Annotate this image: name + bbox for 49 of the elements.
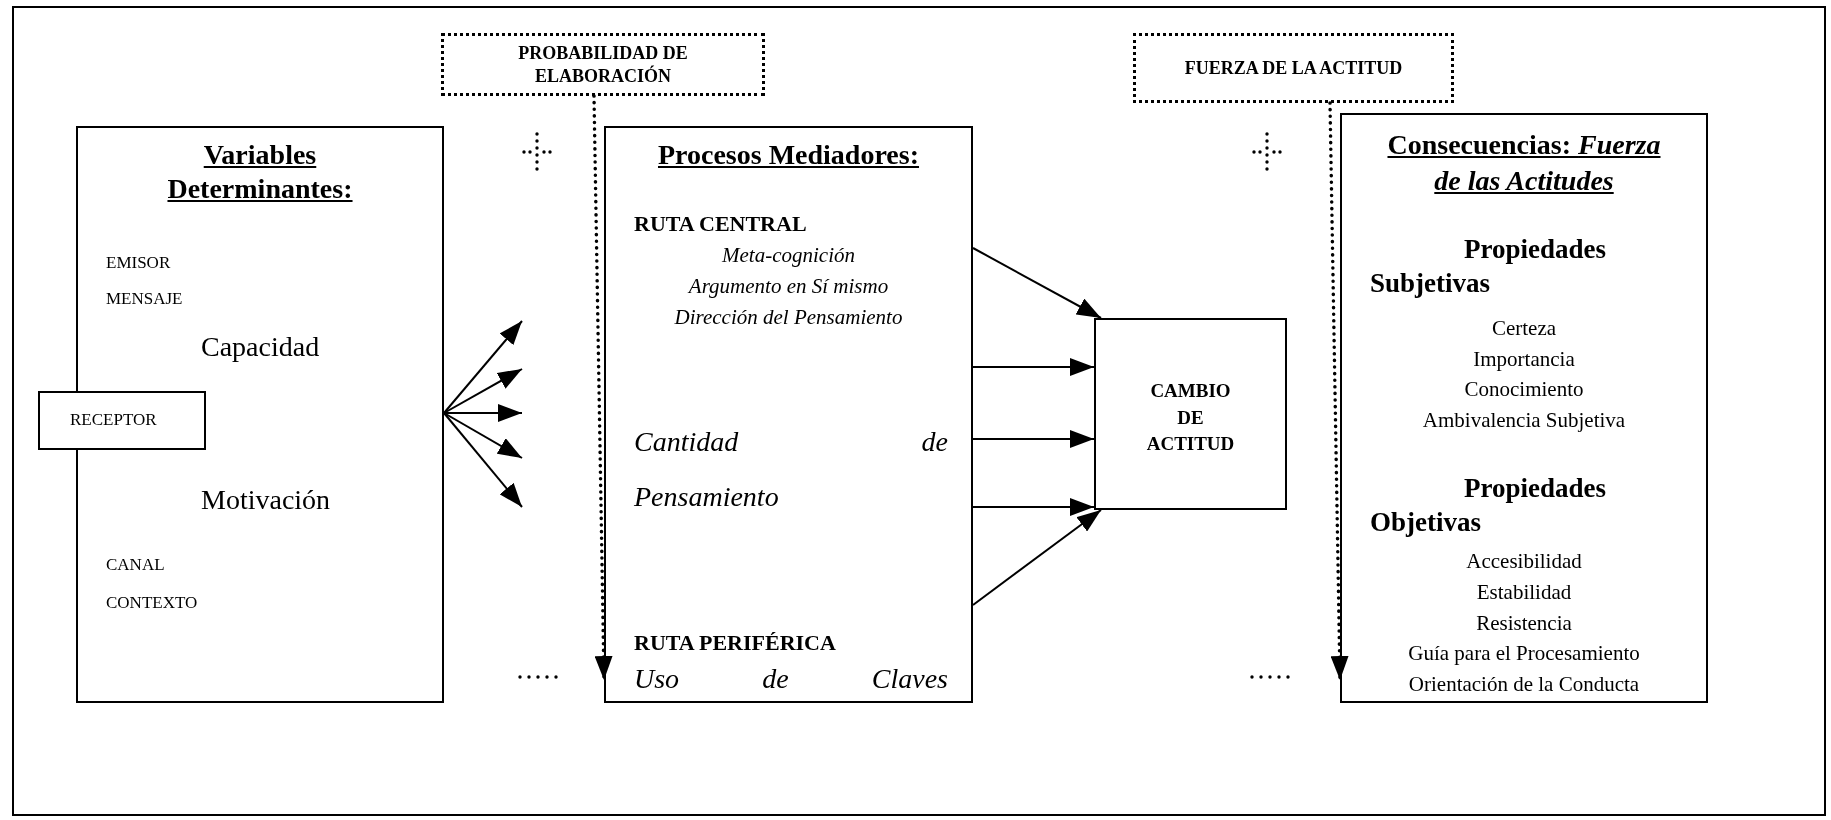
arrow (972, 247, 1102, 319)
list-item: Meta-cognición (721, 242, 856, 269)
section-heading: Propiedades Objetivas (1370, 472, 1607, 539)
process-box (604, 126, 973, 703)
box-label: FUERZA DE LA ACTITUD (1183, 56, 1404, 80)
box-label: PROBABILIDAD DE ELABORACIÓN (517, 42, 689, 87)
list-item: Accesibilidad (1465, 548, 1583, 575)
factor-label: Capacidad (201, 330, 320, 364)
receptor-box (38, 391, 206, 450)
list-item: Certeza (1490, 315, 1558, 342)
list-item: CONTEXTO (106, 592, 198, 614)
list-item: Estabilidad (1475, 579, 1573, 606)
arrow (972, 509, 1102, 606)
arrow (443, 368, 523, 414)
dotted-box (441, 33, 765, 96)
box-title: Procesos Mediadores: (657, 138, 920, 172)
dotted-arrow (1328, 101, 1349, 682)
result-box (1094, 318, 1287, 510)
arrow (972, 430, 1095, 448)
arrow (972, 358, 1095, 376)
list-item: Orientación de la Conducta (1407, 671, 1641, 698)
list-item: CANAL (106, 554, 165, 576)
box-label: CAMBIO DE ACTITUD (1145, 379, 1236, 457)
list-item: MENSAJE (106, 288, 183, 310)
list-item: Dirección del Pensamiento (673, 304, 904, 331)
list-item: Conocimiento (1463, 376, 1585, 403)
dotted-box (1133, 33, 1454, 103)
arrow (443, 404, 523, 422)
box-title: Consecuencias: Fuerza de las Actitudes (1386, 128, 1662, 199)
section-heading: Propiedades Subjetivas (1370, 233, 1607, 300)
body-text: Cantidad de Pensamiento (634, 425, 948, 514)
arrow (443, 412, 523, 508)
list-item: Guía para el Procesamiento (1407, 640, 1641, 667)
route-heading: RUTA CENTRAL (634, 210, 807, 238)
arrow (972, 498, 1095, 516)
body-text: Uso de Claves (634, 662, 948, 696)
box-title: Variables Determinantes: (166, 138, 354, 206)
arrow (443, 320, 523, 414)
list-item: Importancia (1472, 346, 1576, 373)
list-item: Ambivalencia Subjetiva (1421, 407, 1627, 434)
box-label: RECEPTOR (70, 409, 157, 431)
list-item: EMISOR (106, 252, 171, 274)
arrow (443, 412, 523, 459)
dotted-arrow (592, 94, 613, 682)
route-heading: RUTA PERIFÉRICA (634, 629, 836, 657)
list-item: Argumento en Sí mismo (686, 273, 890, 300)
list-item: Resistencia (1475, 610, 1573, 637)
consequences-box (1340, 113, 1708, 703)
factor-label: Motivación (201, 483, 331, 517)
